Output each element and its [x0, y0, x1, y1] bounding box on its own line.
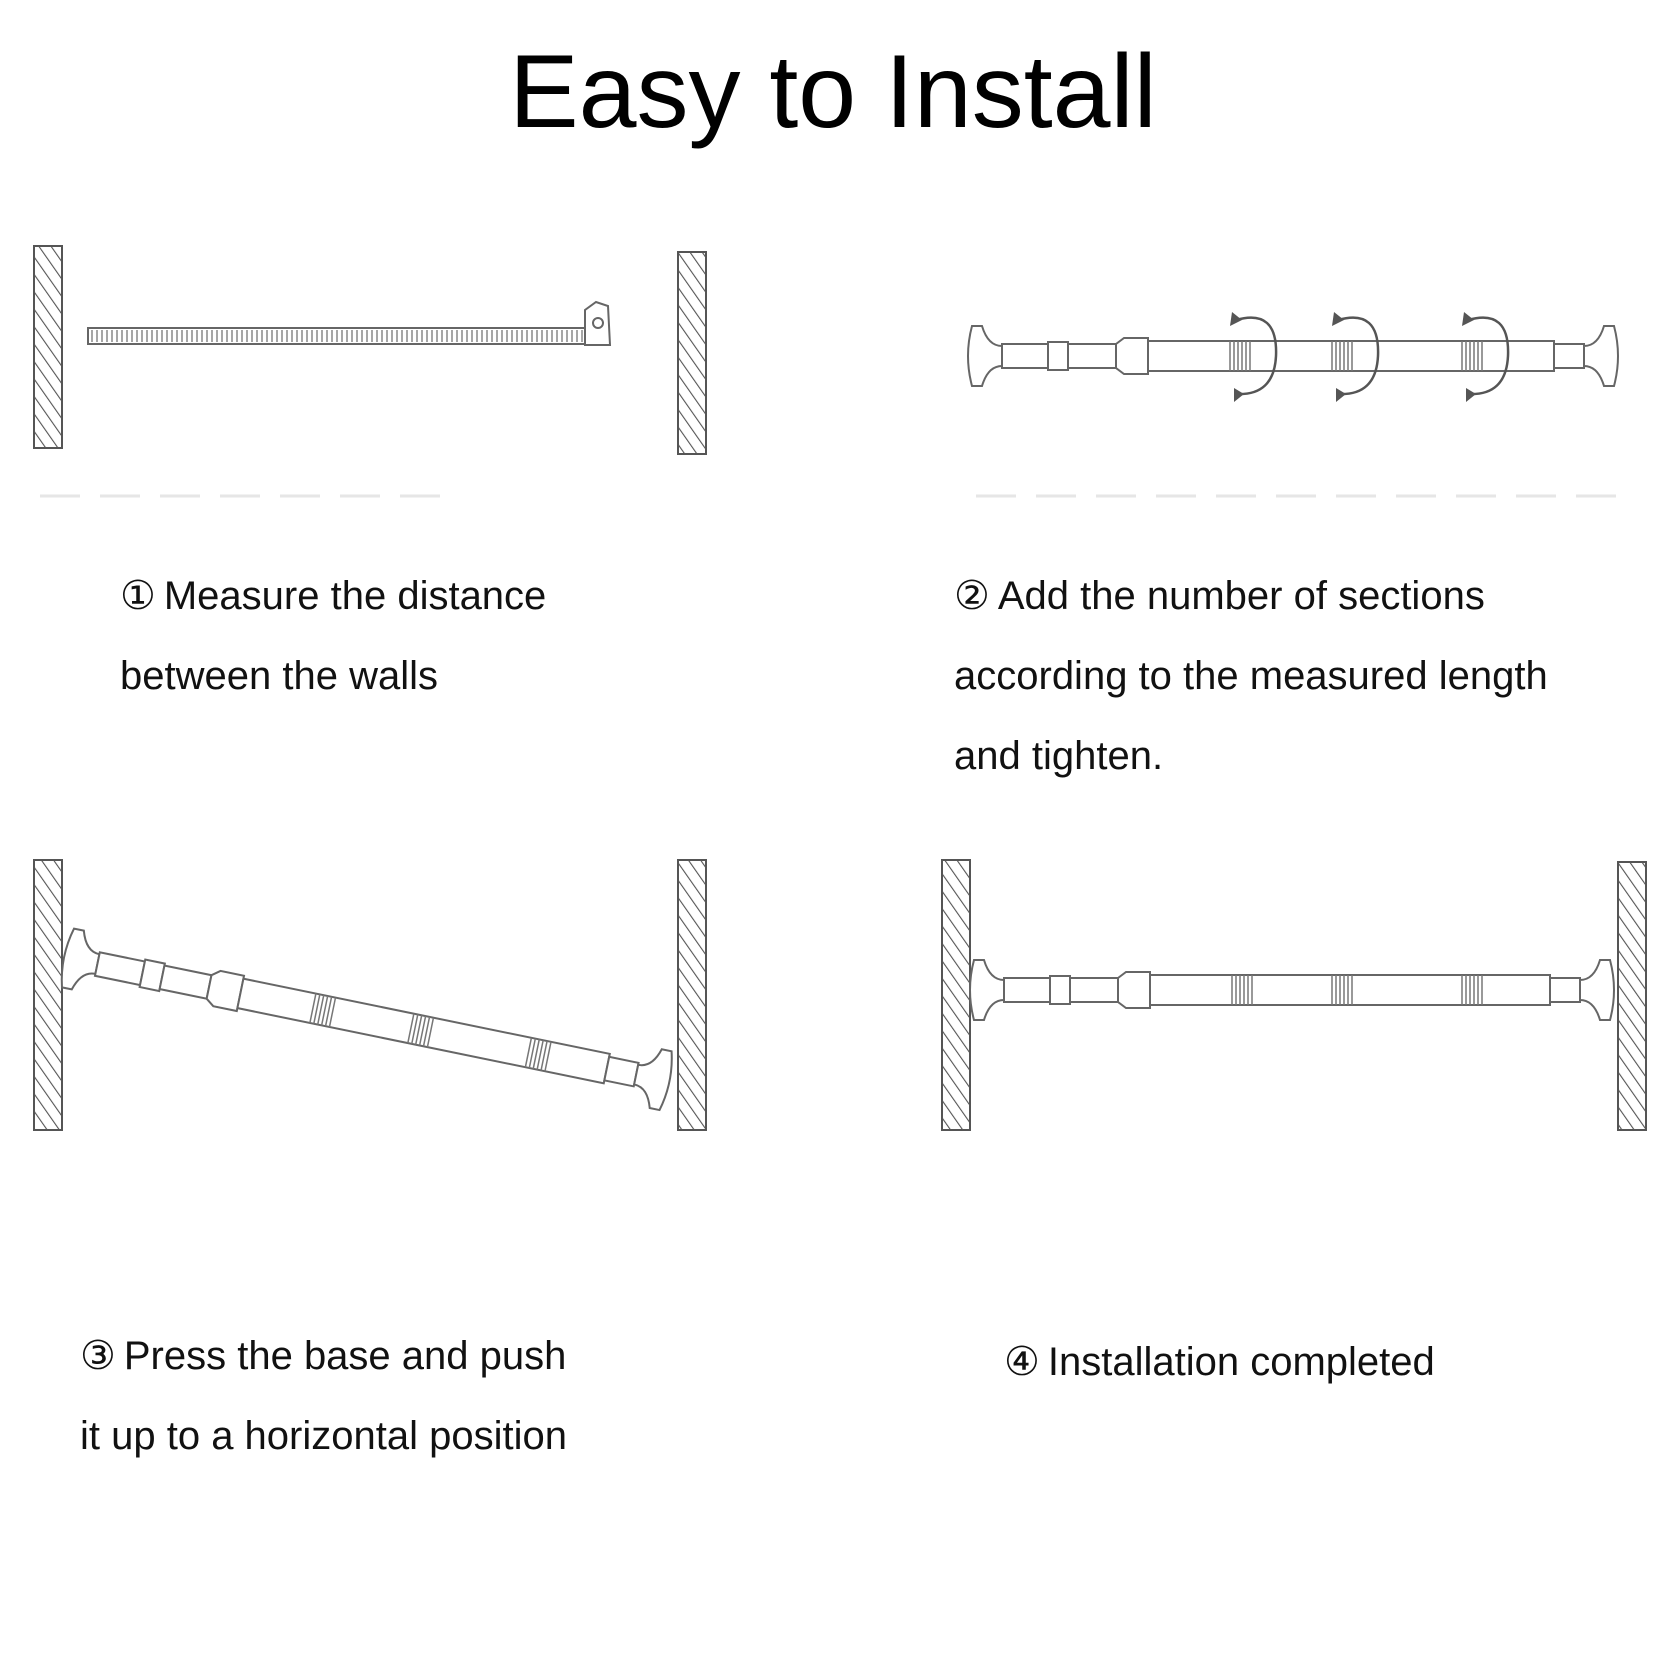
tension-rod-icon: [60, 927, 673, 1112]
step-2-line-1: Add the number of sections: [997, 574, 1485, 618]
step-1-number: ①: [120, 573, 156, 619]
page-title: Easy to Install: [509, 34, 1157, 150]
right-wall: [1617, 861, 1647, 1131]
right-wall: [677, 859, 707, 1131]
tension-rod-icon: [967, 312, 1619, 402]
step-2-number: ②: [954, 573, 990, 619]
step-3-number: ③: [80, 1333, 116, 1379]
step-1-line-1: Measure the distance: [163, 574, 547, 618]
step-4-line-1: Installation completed: [1047, 1340, 1435, 1384]
left-wall: [33, 245, 63, 449]
step-3-line-1: Press the base and push: [123, 1334, 567, 1378]
step-4-number: ④: [1004, 1339, 1040, 1385]
panel-1-measure: [33, 245, 707, 498]
tension-rod-icon: [969, 959, 1615, 1021]
step-3-line-2: it up to a horizontal position: [80, 1414, 567, 1458]
panel-2-adjust: [967, 312, 1630, 498]
step-2-line-2: according to the measured length: [954, 654, 1548, 698]
step-1-line-2: between the walls: [120, 654, 438, 698]
left-wall: [941, 859, 971, 1131]
panel-3-push: [33, 859, 707, 1131]
step-2-line-3: and tighten.: [954, 734, 1164, 778]
right-wall: [677, 251, 707, 455]
panel-4-complete: [941, 859, 1647, 1131]
left-wall: [33, 859, 63, 1131]
tape-measure-icon: [87, 300, 612, 346]
